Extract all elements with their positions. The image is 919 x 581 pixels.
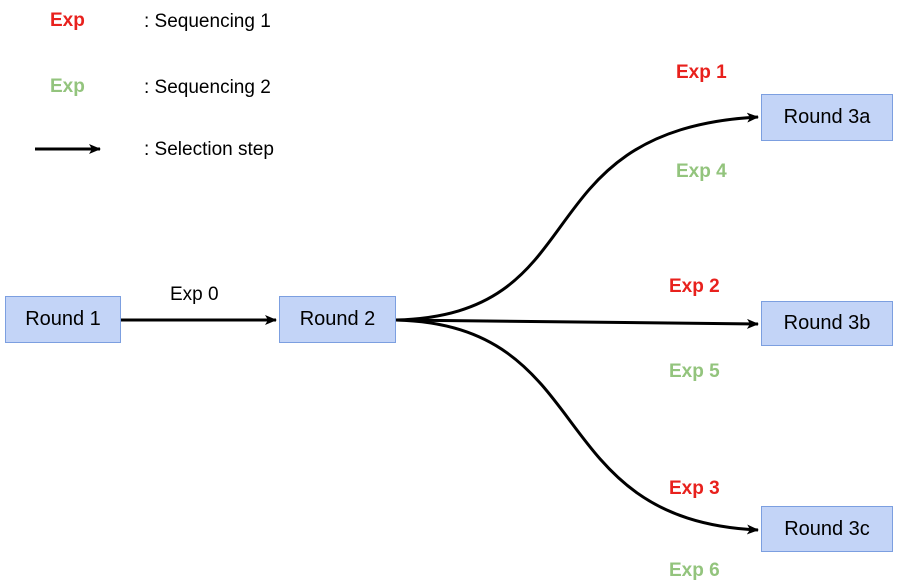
node-round-3a: Round 3a xyxy=(761,94,893,141)
edge-label-exp-6: Exp 6 xyxy=(669,560,720,581)
legend-sequencing-1-marker: Exp xyxy=(50,10,85,31)
node-round-3b: Round 3b xyxy=(761,301,893,346)
edge-label-exp-4: Exp 4 xyxy=(676,161,727,182)
node-round-3b-label: Round 3b xyxy=(783,312,871,334)
legend-sequencing-2-label: : Sequencing 2 xyxy=(144,77,271,98)
node-round-3c-label: Round 3c xyxy=(784,517,870,540)
node-round-1: Round 1 xyxy=(5,296,121,343)
legend-sequencing-1-label: : Sequencing 1 xyxy=(144,11,271,32)
edge-label-exp-2: Exp 2 xyxy=(669,276,720,297)
legend-sequencing-2-marker: Exp xyxy=(50,76,85,97)
edge-label-exp-5: Exp 5 xyxy=(669,361,720,382)
legend-selection-step-label: : Selection step xyxy=(144,139,274,160)
node-round-1-label: Round 1 xyxy=(25,308,101,330)
edge-label-exp-0: Exp 0 xyxy=(170,284,219,305)
node-round-3c: Round 3c xyxy=(761,506,893,552)
node-round-2: Round 2 xyxy=(279,296,396,343)
node-round-2-label: Round 2 xyxy=(299,308,376,330)
edge-label-exp-3: Exp 3 xyxy=(669,478,720,499)
edge-round2-round3b xyxy=(395,318,759,329)
edge-label-exp-1: Exp 1 xyxy=(676,62,727,83)
node-round-3a-label: Round 3a xyxy=(783,106,871,128)
edge-round2-round3a xyxy=(395,112,759,322)
edge-round2-round3c xyxy=(395,318,759,535)
